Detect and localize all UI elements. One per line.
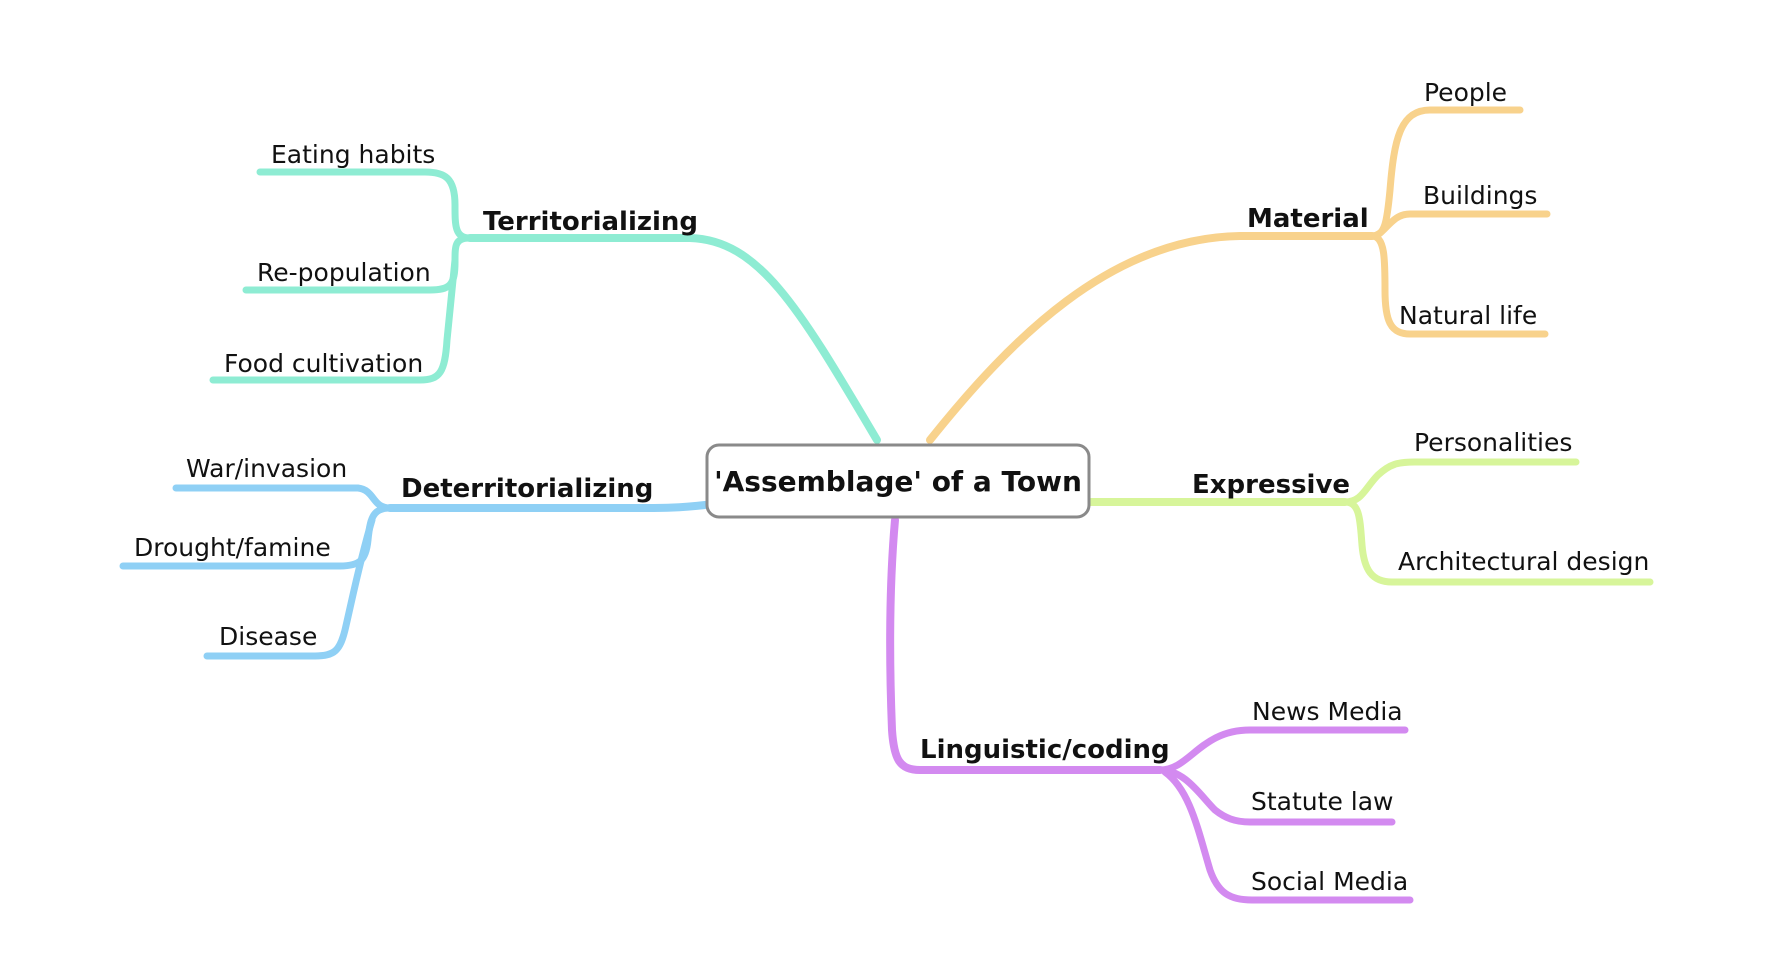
linguistic-main-connector [886, 516, 1164, 774]
central-topic-box[interactable] [705, 443, 1091, 519]
material-connector-natural-life [1368, 232, 1549, 338]
territorializing-connector-eating-habits [256, 168, 474, 242]
leaf-food-cultivation[interactable]: Food cultivation [224, 349, 423, 378]
branch-deterritorializing: Deterritorializing War/invasion Drought/… [119, 454, 709, 660]
branch-expressive: Expressive Personalities Architectural d… [1086, 428, 1654, 586]
expressive-label[interactable]: Expressive [1192, 470, 1350, 500]
territorializing-label[interactable]: Territorializing [483, 207, 698, 237]
leaf-personalities[interactable]: Personalities [1414, 428, 1572, 457]
deterritorializing-label[interactable]: Deterritorializing [401, 474, 653, 504]
leaf-social-media[interactable]: Social Media [1251, 867, 1408, 896]
leaf-architectural-design[interactable]: Architectural design [1398, 547, 1649, 576]
deterritorializing-connector-war-invasion [172, 484, 394, 512]
leaf-natural-life[interactable]: Natural life [1399, 301, 1537, 330]
branch-linguistic: Linguistic/coding News Media Statute law… [886, 516, 1414, 904]
material-main-connector [926, 232, 1376, 444]
territorializing-main-connector [466, 234, 881, 444]
leaf-drought-famine[interactable]: Drought/famine [134, 533, 331, 562]
leaf-statute-law[interactable]: Statute law [1251, 787, 1393, 816]
linguistic-connector-social-media [1161, 768, 1414, 904]
deterritorializing-connector-disease [203, 516, 376, 660]
deterritorializing-main-connector [386, 501, 709, 512]
leaf-news-media[interactable]: News Media [1252, 697, 1403, 726]
material-label[interactable]: Material [1247, 204, 1369, 234]
leaf-re-population[interactable]: Re-population [257, 258, 431, 287]
leaf-people[interactable]: People [1424, 78, 1507, 107]
branch-material: Material People Buildings Natural life [926, 78, 1551, 444]
central-topic-label[interactable]: 'Assemblage' of a Town [714, 465, 1082, 498]
linguistic-connector-news-media [1156, 726, 1409, 774]
expressive-connector-personalities [1341, 458, 1580, 506]
leaf-eating-habits[interactable]: Eating habits [271, 140, 435, 169]
leaf-buildings[interactable]: Buildings [1423, 181, 1537, 210]
central-topic[interactable]: 'Assemblage' of a Town [705, 443, 1091, 519]
territorializing-connector-food-cultivation [209, 256, 459, 384]
material-connector-buildings [1368, 210, 1551, 240]
leaf-war-invasion[interactable]: War/invasion [186, 454, 347, 483]
leaf-disease[interactable]: Disease [219, 622, 317, 651]
expressive-connector-architectural-design [1341, 498, 1654, 586]
linguistic-label[interactable]: Linguistic/coding [920, 735, 1170, 765]
linguistic-connector-statute-law [1156, 766, 1396, 826]
branch-territorializing: Territorializing Eating habits Re-popula… [209, 140, 881, 444]
